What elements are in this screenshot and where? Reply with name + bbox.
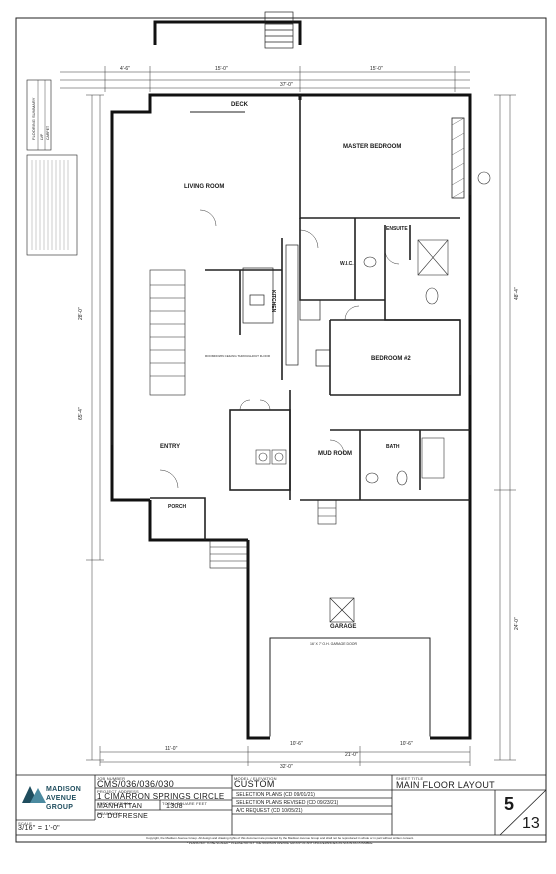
model-label: MODEL / ELEVATION: [234, 776, 277, 781]
company-line1: MADISON: [46, 786, 82, 793]
dim-top-mid: 15'-0": [215, 66, 228, 72]
flooring-summary: FLOORING SUMMARY LVP CARPET: [26, 79, 52, 151]
dim-bottom-right: 10'-6": [400, 741, 413, 747]
project-address-label: PROJECT ADDRESS: [97, 789, 139, 794]
room-porch: PORCH: [168, 504, 186, 510]
dim-left-overall: 28'-0": [78, 307, 84, 320]
dim-garage-depth: 24'-0": [514, 617, 520, 630]
kitchen-island: [242, 267, 274, 324]
room-master-bedroom: MASTER BEDROOM: [343, 144, 401, 150]
flooring-lvp: LVP: [40, 133, 44, 140]
madison-logo-icon: [22, 786, 46, 803]
model: CUSTOM: [234, 779, 275, 789]
drawn-by: O. DUFRESNE: [97, 813, 149, 820]
top-dimension-lines: [60, 66, 470, 92]
ac-unit: [477, 171, 491, 185]
room-mud-room: MUD ROOM: [318, 451, 352, 457]
sheet-title: MAIN FLOOR LAYOUT: [396, 780, 495, 790]
fireplace-hatch: [451, 117, 465, 199]
garage-door-note: 16' X 7' O.H. GARAGE DOOR: [310, 642, 358, 646]
company-name: MADISON AVENUE GROUP: [46, 785, 81, 812]
total-sqft: 1308: [166, 803, 183, 810]
main-staircase: [149, 269, 186, 396]
dim-top-left: 4'-6": [120, 66, 130, 72]
room-garage: GARAGE: [330, 624, 356, 630]
fireplace: [451, 117, 465, 199]
room-deck: DECK: [231, 102, 249, 108]
flooring-summary-title: FLOORING SUMMARY: [31, 97, 36, 140]
dim-bottom-overall: 32'-0": [280, 764, 293, 770]
sheet-number: 5: [504, 794, 515, 814]
specification: MANHATTAN: [97, 803, 143, 810]
company-line3: GROUP: [46, 804, 74, 811]
fridge: [315, 349, 331, 367]
job-number-label: JOB NUMBER: [97, 776, 126, 781]
specification-label: SPECIFICATION: [97, 801, 130, 806]
exterior-walls: [110, 20, 472, 740]
general-notes-box: [26, 154, 78, 256]
revision-2: SELECTION PLANS REVISED (CD 09/23/21): [236, 800, 339, 806]
room-entry: ENTRY: [160, 444, 180, 450]
dim-bottom-span: 21'-0": [345, 752, 358, 758]
garage-attic-hatch: [329, 597, 355, 623]
windows: [111, 94, 471, 445]
bottom-dimension-lines: [99, 746, 471, 766]
total-sqft-label: TOTAL SQUARE FEET: [162, 801, 208, 806]
room-bedroom2: BEDROOM #2: [371, 356, 411, 362]
dim-right-overall: 48'-4": [514, 287, 520, 300]
room-ensuite: ENSUITE: [386, 226, 408, 232]
left-dimension-lines: [86, 94, 104, 761]
ensuite-fixtures: [363, 239, 449, 305]
porch-stair: [209, 539, 249, 569]
sheet-title-label: SHEET TITLE: [396, 776, 424, 781]
ceiling-note: ROOMDOWN CEILING THROUGHOUT FLOOR: [205, 354, 271, 358]
dim-overall-top: 37'-0": [280, 82, 293, 88]
job-number: CMS/036/036/030: [97, 779, 175, 789]
kitchen-counter: [285, 244, 321, 366]
dim-bottom-mid: 10'-6": [290, 741, 303, 747]
flooring-carpet: CARPET: [46, 125, 50, 140]
door-swings: [159, 209, 400, 489]
revision-1: SELECTION PLANS (CD 09/01/21): [236, 792, 315, 798]
garage-door-outline: [269, 637, 431, 739]
rear-stair: [264, 11, 294, 49]
room-wic: W.I.C.: [340, 261, 354, 267]
revision-3: A/C REQUEST (CD 10/05/21): [236, 808, 303, 814]
dim-bottom-left: 11'-0": [165, 746, 178, 752]
dim-left-total: 65'-4": [78, 407, 84, 420]
drawn-by-label: DRAWN BY: [97, 811, 121, 816]
room-kitchen: KITCHEN: [270, 290, 276, 313]
dim-top-right: 15'-0": [370, 66, 383, 72]
title-block-frame: [15, 774, 547, 836]
right-dimension-lines: [494, 94, 516, 761]
room-bath: BATH: [386, 444, 400, 450]
laundry-appliances: [255, 449, 287, 465]
scale: 3/16" = 1'-0": [18, 825, 60, 832]
scale-label: SCALE: [18, 821, 33, 826]
company-line2: AVENUE: [46, 795, 77, 802]
room-living-room: LIVING ROOM: [184, 184, 224, 190]
sheet-total: 13: [522, 815, 540, 832]
footer-note: * PLANS NOT TO BE SCALED * PLEASE NOTIFY…: [186, 841, 374, 845]
project-address: 1 CIMARRON SPRINGS CIRCLE: [97, 792, 225, 801]
copyright-note: Copyright, the Madison Avenue Group. All…: [146, 837, 414, 840]
garage-step: [317, 499, 337, 525]
main-bath-fixtures: [365, 437, 445, 486]
